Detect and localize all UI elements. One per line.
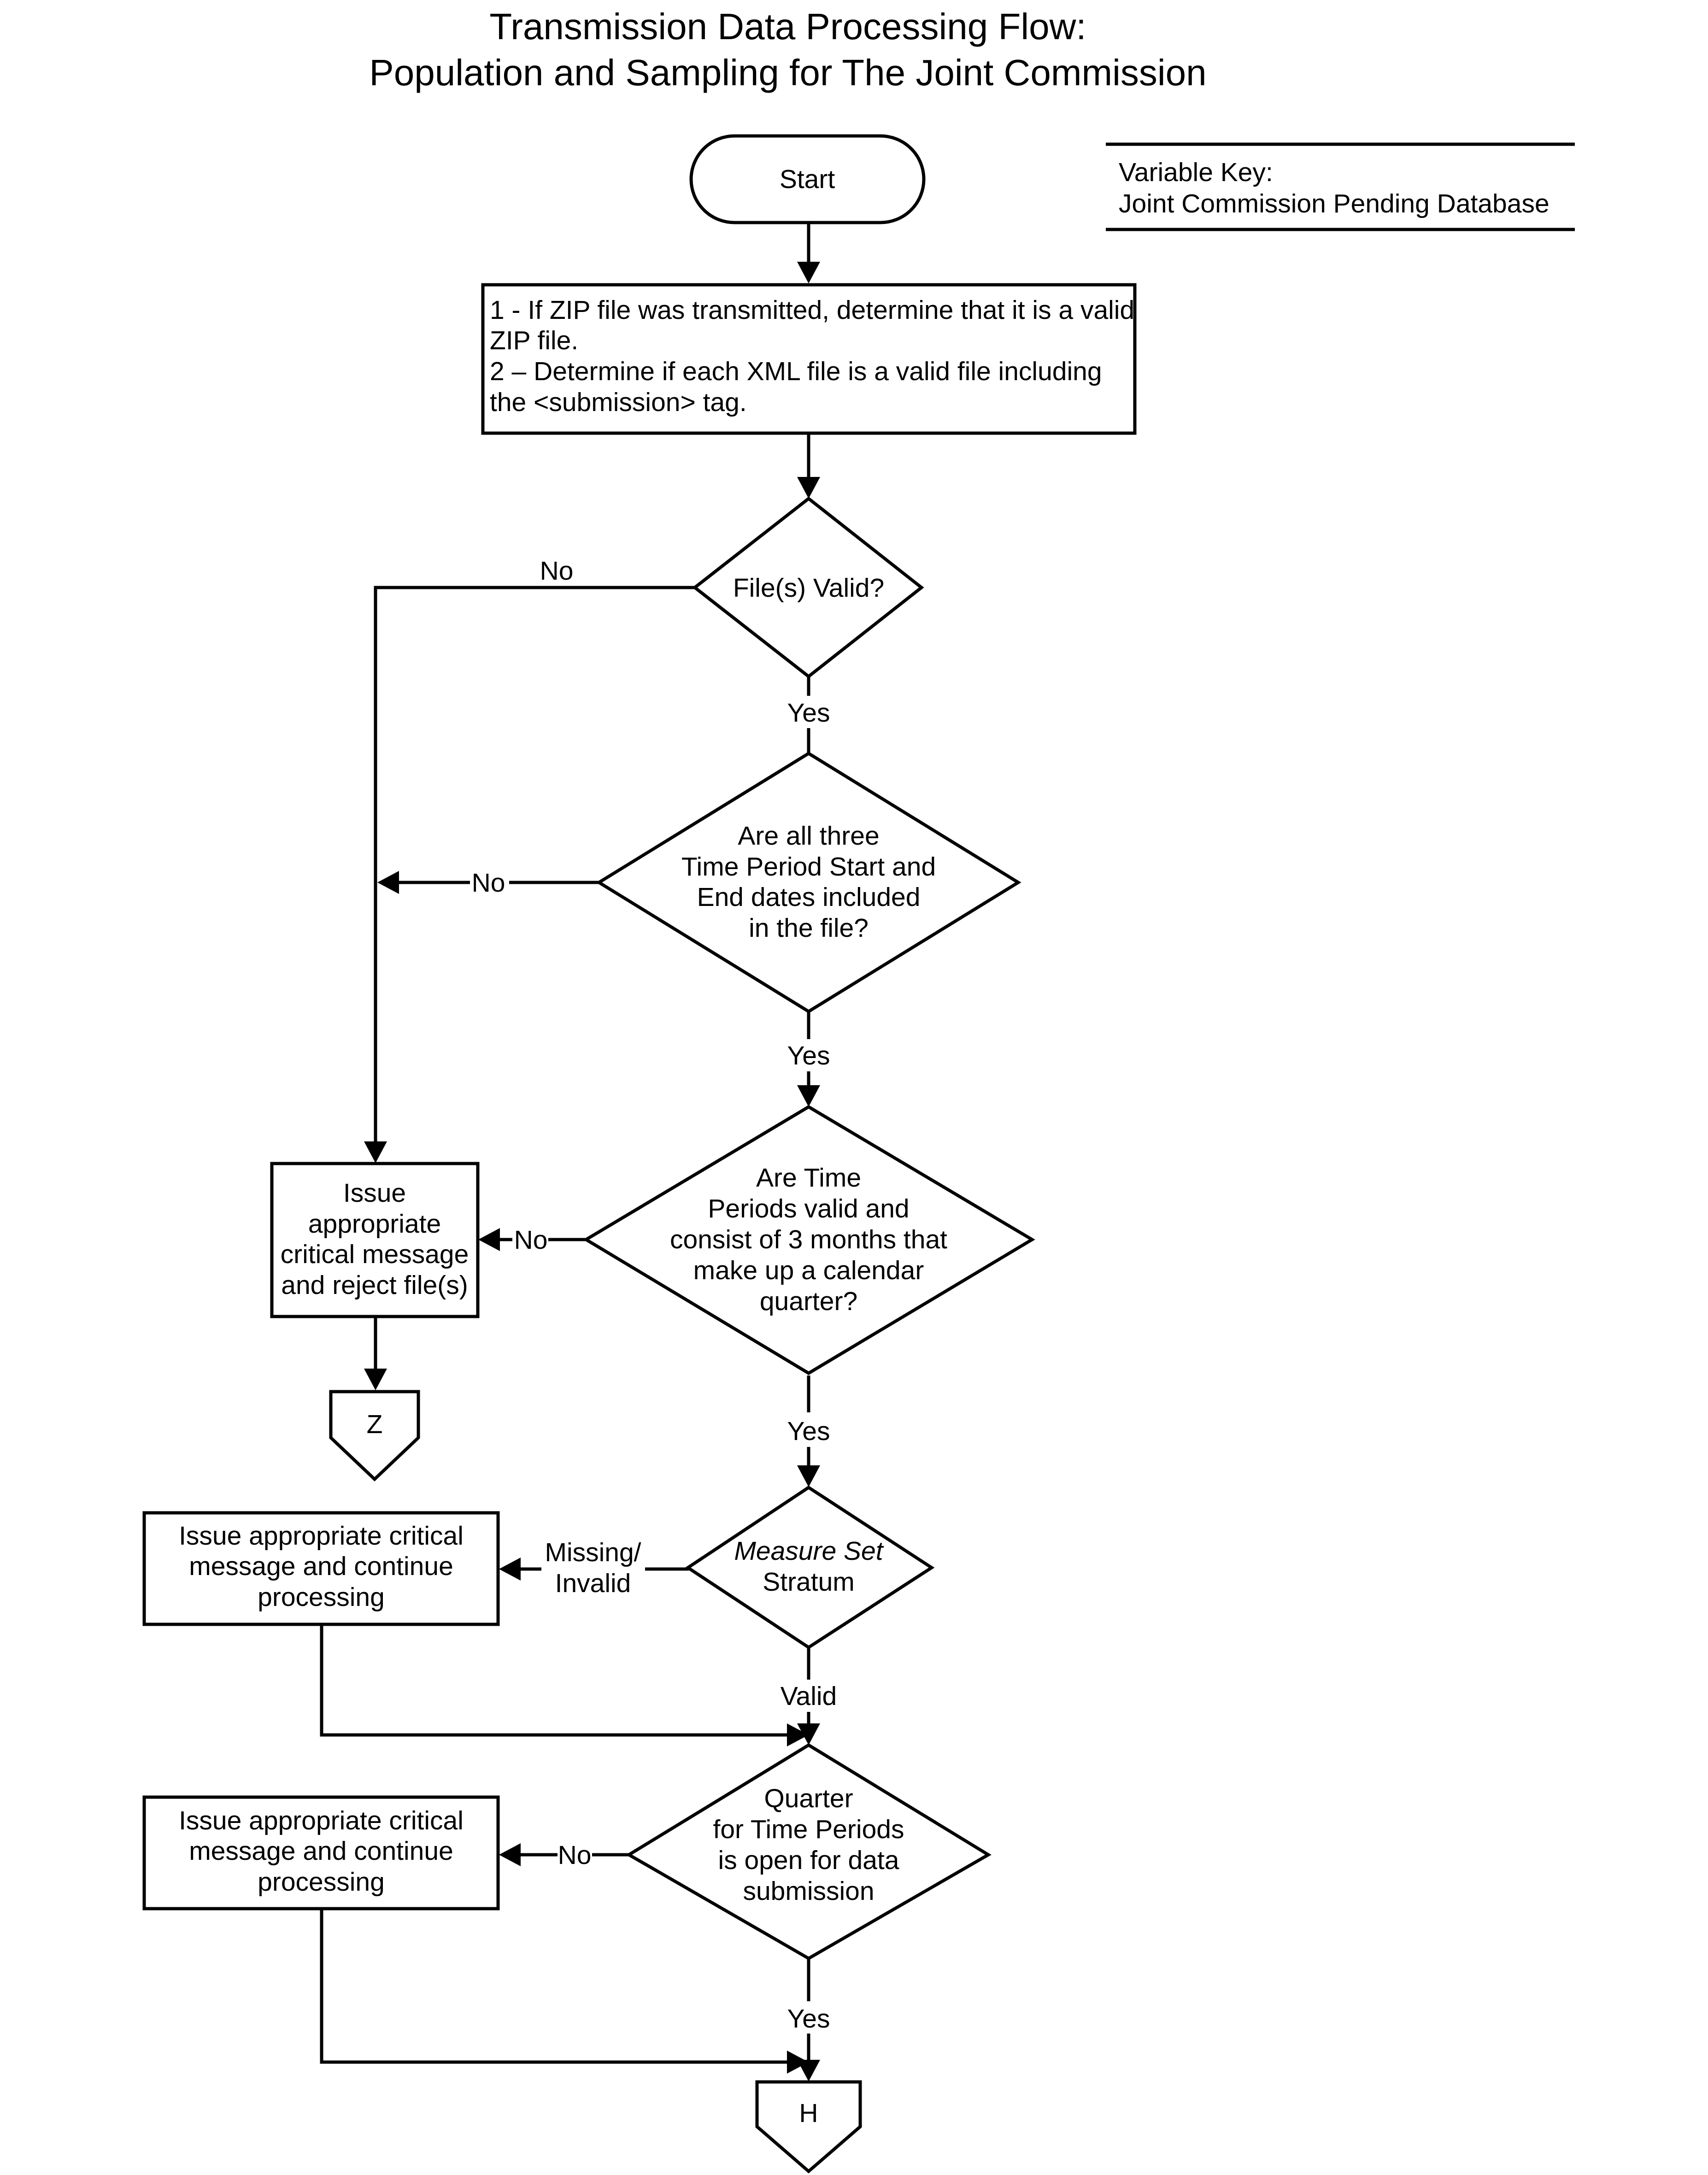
arrowhead	[797, 262, 820, 283]
periods-line-1: Are Time	[756, 1163, 861, 1193]
validate-files-shape	[481, 283, 1137, 435]
stratum-line-2: Stratum	[763, 1567, 855, 1597]
connector-z-label: Z	[367, 1410, 383, 1439]
arrowhead	[797, 477, 820, 499]
reject-line-4: and reject file(s)	[281, 1270, 468, 1300]
arrowhead	[499, 1843, 521, 1866]
continue-message-2-line-1: Issue appropriate critical	[179, 1806, 464, 1835]
variable-key-heading: Variable Key:	[1119, 158, 1273, 187]
connector-h-label: H	[799, 2099, 818, 2128]
arrowhead	[797, 2060, 820, 2081]
arrowhead	[364, 1369, 387, 1390]
variable-key: Variable Key: Joint Commission Pending D…	[1106, 142, 1575, 231]
continue-message-2-line-3: processing	[258, 1867, 385, 1897]
stratum-decision: Measure Set Stratum	[685, 1485, 935, 1650]
start-shape	[689, 134, 926, 224]
quarter-line-4: submission	[743, 1876, 874, 1906]
off-page-connector-h: H	[755, 2080, 862, 2174]
dates-line-1: Are all three	[738, 821, 879, 851]
dates-included-diamond	[596, 751, 1021, 1014]
connector-h-shape	[755, 2080, 862, 2174]
off-page-connector-z: Z	[329, 1390, 420, 1481]
periods-line-2: Periods valid and	[708, 1194, 909, 1223]
quarter-line-1: Quarter	[764, 1784, 853, 1813]
periods-yes-label: Yes	[787, 1417, 830, 1446]
arrowhead	[787, 1723, 809, 1746]
quarter-line-2: for Time Periods	[713, 1815, 904, 1844]
dates-line-3: End dates included	[697, 882, 921, 912]
connector-lines	[320, 223, 820, 2081]
periods-line-3: consist of 3 months that	[670, 1225, 947, 1254]
stratum-line-1: Measure Set	[734, 1536, 884, 1566]
files-valid-diamond	[692, 496, 924, 679]
quarter-line-3: is open for data	[718, 1846, 899, 1875]
continue-message-1-line-2: message and continue	[189, 1552, 453, 1581]
arrowhead	[797, 1085, 820, 1107]
continue-message-1-shape	[142, 1511, 500, 1626]
arrowhead	[478, 1228, 500, 1251]
reject-line-2: appropriate	[308, 1209, 441, 1239]
reject-line-1: Issue	[343, 1178, 406, 1208]
connector-z-shape	[329, 1390, 420, 1481]
periods-line-5: quarter?	[760, 1287, 857, 1316]
start-terminator: Start	[689, 134, 926, 224]
edge-labels: No Yes No Yes No Yes Missing/ Invalid Va…	[472, 556, 837, 2034]
edge-message-2-merge	[320, 1910, 787, 2064]
validate-step-line-1: 1 - If ZIP file was transmitted, determi…	[490, 295, 1134, 325]
validate-step-line-3: 2 – Determine if each XML file is a vali…	[490, 357, 1102, 386]
quarter-open-decision: Quarter for Time Periods is open for dat…	[626, 1743, 992, 1961]
stratum-valid-label: Valid	[781, 1681, 837, 1711]
arrowhead	[377, 871, 399, 894]
reject-files-process: Issue appropriate critical message and r…	[270, 1162, 480, 1318]
periods-line-4: make up a calendar	[693, 1256, 924, 1285]
continue-message-process-2: Issue appropriate critical message and c…	[142, 1795, 500, 1910]
dates-line-2: Time Period Start and	[681, 852, 936, 882]
arrowhead	[787, 2051, 809, 2074]
validate-step-line-4: the <submission> tag.	[490, 388, 747, 417]
page-title: Transmission Data Processing Flow: Popul…	[369, 6, 1206, 93]
edge-files-valid-no	[374, 586, 695, 1141]
files-valid-decision: File(s) Valid?	[692, 496, 924, 679]
quarter-no-label: No	[558, 1840, 592, 1870]
files-valid-no-label: No	[540, 556, 574, 586]
reject-line-3: critical message	[281, 1240, 469, 1269]
title-line-2: Population and Sampling for The Joint Co…	[369, 52, 1206, 93]
continue-message-1-line-1: Issue appropriate critical	[179, 1521, 464, 1551]
arrowhead	[499, 1558, 521, 1581]
periods-no-label: No	[514, 1225, 548, 1255]
stratum-diamond	[685, 1485, 935, 1650]
stratum-missing-label-line-2: Invalid	[555, 1569, 631, 1598]
title-line-1: Transmission Data Processing Flow:	[489, 6, 1086, 47]
stratum-missing-label-line-1: Missing/	[545, 1538, 641, 1567]
validate-step-line-2: ZIP file.	[490, 326, 578, 355]
quarter-open-diamond	[626, 1743, 992, 1961]
variable-key-database: Joint Commission Pending Database	[1119, 189, 1550, 218]
continue-message-2-shape	[142, 1795, 500, 1910]
continue-message-2-line-2: message and continue	[189, 1836, 453, 1866]
dates-yes-label: Yes	[787, 1041, 830, 1070]
periods-valid-diamond	[583, 1105, 1035, 1376]
periods-valid-decision: Are Time Periods valid and consist of 3 …	[583, 1105, 1035, 1376]
continue-message-1-line-3: processing	[258, 1582, 385, 1612]
continue-message-process-1: Issue appropriate critical message and c…	[142, 1511, 500, 1626]
start-label: Start	[780, 165, 835, 194]
reject-files-shape	[270, 1162, 480, 1318]
edge-message-1-merge	[320, 1626, 787, 1737]
files-valid-yes-label: Yes	[787, 698, 830, 728]
arrowhead	[364, 1141, 387, 1163]
arrowhead	[797, 1723, 820, 1745]
quarter-yes-label: Yes	[787, 2004, 830, 2034]
dates-no-label: No	[472, 868, 505, 898]
dates-included-decision: Are all three Time Period Start and End …	[596, 751, 1021, 1014]
arrowhead	[797, 1465, 820, 1487]
validate-files-process: 1 - If ZIP file was transmitted, determi…	[481, 283, 1137, 435]
files-valid-label: File(s) Valid?	[733, 573, 884, 603]
dates-line-4: in the file?	[749, 913, 869, 943]
